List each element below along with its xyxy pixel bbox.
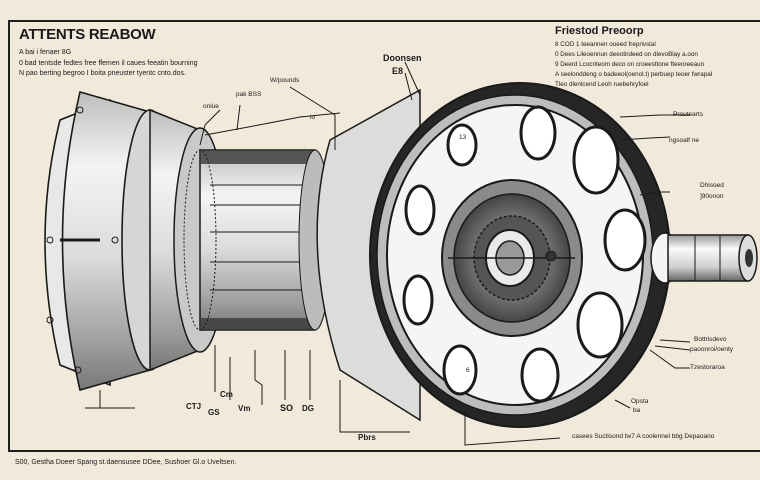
callout-ctj: CTJ <box>186 402 202 411</box>
callout-w-pounds: W/pounds <box>270 77 300 84</box>
note-line: 0 bad tentsde fedtes free ffemen il caue… <box>19 59 198 67</box>
callout-dg: DG <box>302 404 314 413</box>
callout-so: SO <box>280 403 294 413</box>
callout-spionon: ]90onon <box>700 193 724 200</box>
callout-ba: ba <box>633 407 641 414</box>
callout-cm: Cm <box>220 390 233 399</box>
note-line: N pao berting begroo I boita pneuster ty… <box>19 70 186 77</box>
stator-core <box>183 149 332 331</box>
callout-tzestoraroa: Tzestoraroa <box>690 364 725 371</box>
side-panel-notes: 8 COD 1 teeannen ooeed freprivstal 0 Dee… <box>555 40 712 90</box>
side-note-line: 0 Dees Lileoennun deeotirdeed on dlevoBl… <box>555 51 698 58</box>
side-note-line: Tleo dlenlcend Leoh ruebehryfoel <box>555 81 649 88</box>
side-note-line: 8 COD 1 teeannen ooeed freprivstal <box>555 41 656 48</box>
side-note-line: A seelonddeng o badeeol(oenol.t) perbuep… <box>555 71 713 78</box>
callout-opsta: Opsta <box>631 398 649 405</box>
rotor-wheel <box>316 82 671 428</box>
side-panel-title: Friestod Preoorp <box>555 25 644 37</box>
callout-doonsen: Doonsen <box>383 53 422 63</box>
callout-e8: E8 <box>392 66 404 76</box>
callout-paoonroienty: paoonroi/oenty <box>690 346 734 353</box>
callout-io: io <box>310 114 316 121</box>
wheel-mark-13: 13 <box>459 134 467 141</box>
callout-onlue: onlue <box>203 103 219 110</box>
callout-pak-bss: pak BSS <box>236 91 262 98</box>
callout-gs: GS <box>208 408 220 417</box>
callout-pbrs: Pbrs <box>358 433 376 442</box>
callout-bottrisdevo: Bottrisdevo <box>694 336 727 343</box>
callout-prouteatts: Proutearts <box>673 111 703 118</box>
diagram-title: ATTENTS REABOW <box>19 26 156 43</box>
callout-ngsoalfne: ngsoalf ne <box>669 137 699 144</box>
leader-lines <box>85 61 691 446</box>
callout-dhisoed: Dhisoed <box>700 182 724 189</box>
drawing-frame <box>8 20 760 452</box>
side-note-line: 9 Deerd Lcocriteom deco on croeesttone f… <box>555 61 705 68</box>
bottom-callout-line: casees Suctisond tw7 A coolennel bbg Dep… <box>572 433 715 440</box>
header-notes: A bai i fenaer 8G 0 bad tentsde fedtes f… <box>19 48 198 80</box>
wheel-mark-6: 6 <box>466 367 470 374</box>
callout-vm: Vm <box>238 404 251 413</box>
footer-caption: S00, Gestha Doeer Spang st.daensusee DDe… <box>15 459 237 466</box>
output-shaft <box>650 232 758 284</box>
note-line: A bai i fenaer 8G <box>19 49 72 56</box>
